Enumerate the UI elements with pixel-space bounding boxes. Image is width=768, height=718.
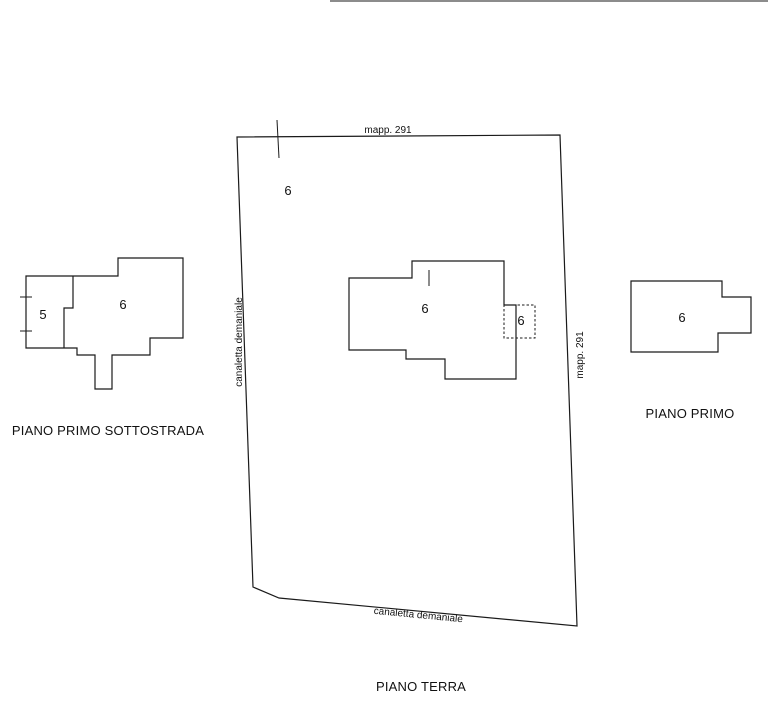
lot-boundary [236, 134, 578, 627]
basement-unit-divider [63, 276, 74, 348]
basement-floor-title: PIANO PRIMO SOTTOSTRADA [12, 423, 204, 438]
lot-unit-6-label: 6 [284, 183, 291, 198]
basement-unit-5-label: 5 [39, 307, 46, 322]
basement-unit-6-label: 6 [119, 297, 126, 312]
first-floor-outline [630, 280, 752, 353]
boundary-top-label: mapp. 291 [364, 125, 412, 136]
ground-building-outline [348, 260, 517, 380]
basement-outline [25, 257, 184, 390]
ground-building-unit-6-label: 6 [421, 301, 428, 316]
first-floor-plan: 6 PIANO PRIMO [630, 280, 752, 421]
basement-floor-plan: 5 6 PIANO PRIMO SOTTOSTRADA [12, 257, 204, 438]
lot-boundary-marker [276, 119, 280, 159]
ground-annex-unit-6-label: 6 [517, 313, 524, 328]
ground-floor-plan: 6 mapp. 291 mapp. 291 canaletta demanial… [234, 119, 586, 694]
boundary-bottom-label: canaletta demaniale [373, 606, 464, 626]
boundary-right-label: mapp. 291 [575, 331, 586, 379]
ground-floor-title: PIANO TERRA [376, 679, 466, 694]
boundary-left-label: canaletta demaniale [234, 297, 245, 387]
first-floor-title: PIANO PRIMO [646, 406, 735, 421]
first-floor-unit-6-label: 6 [678, 310, 685, 325]
ground-annex-dashed [503, 304, 536, 339]
